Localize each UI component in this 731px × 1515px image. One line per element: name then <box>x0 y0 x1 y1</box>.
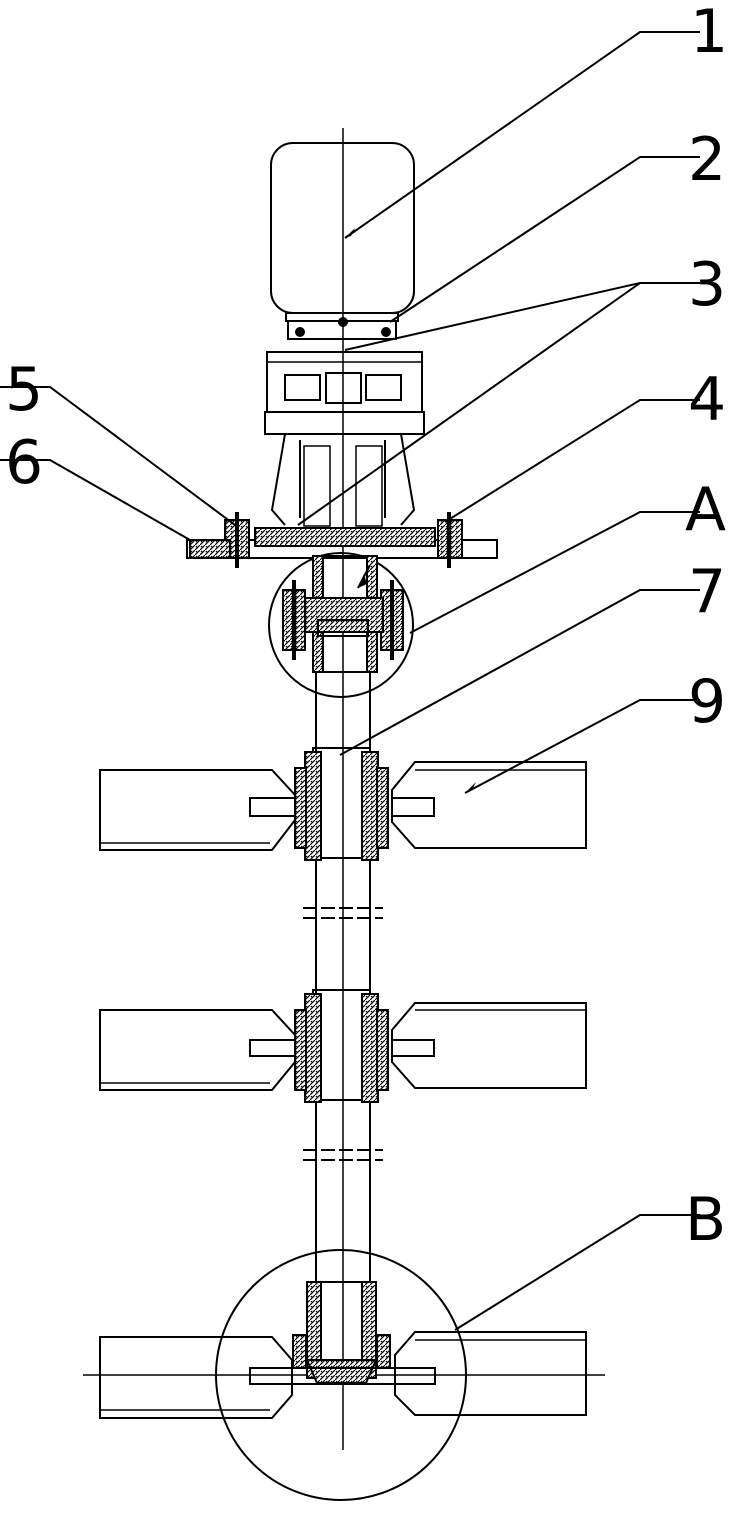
impeller-middle <box>99 989 587 1103</box>
label-b: B <box>685 1185 726 1255</box>
label-5: 5 <box>5 355 43 425</box>
label-9: 9 <box>688 667 726 737</box>
leader-lines <box>0 31 700 1331</box>
mounting-plate <box>186 512 498 568</box>
label-4: 4 <box>688 365 726 435</box>
impeller-lower-detail-b <box>83 1249 605 1501</box>
coupling-detail-a <box>268 552 414 698</box>
label-2: 2 <box>688 125 726 195</box>
arrowheads <box>345 228 476 793</box>
label-1: 1 <box>690 0 728 67</box>
motor <box>270 142 415 340</box>
label-6: 6 <box>5 428 43 498</box>
label-7: 7 <box>688 557 726 627</box>
reducer <box>264 351 425 527</box>
impeller-upper <box>99 747 587 861</box>
label-3: 3 <box>688 250 726 320</box>
label-a: A <box>685 475 726 545</box>
